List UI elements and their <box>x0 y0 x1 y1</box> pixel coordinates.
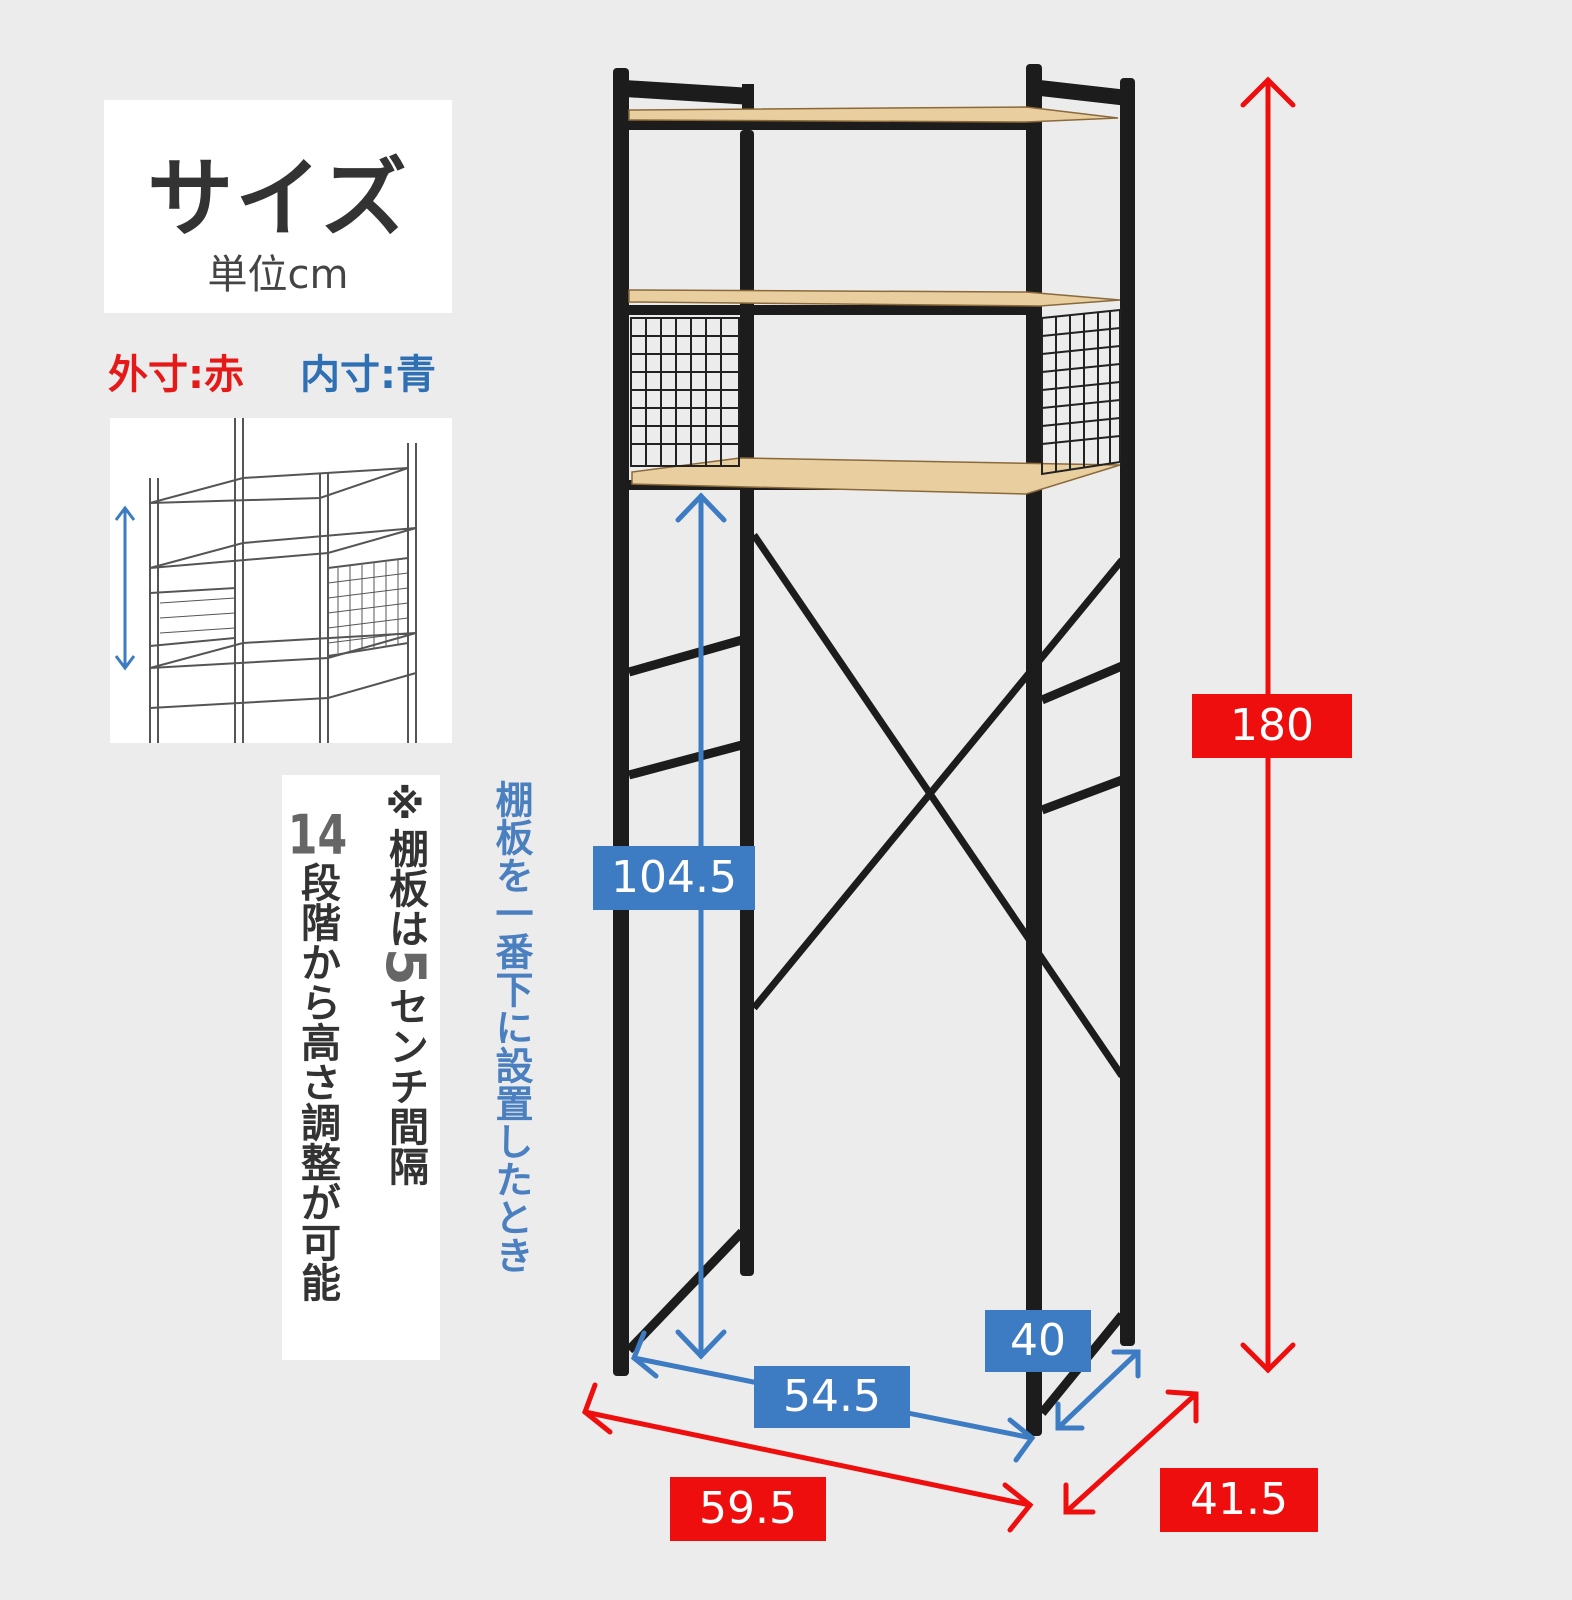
size-title-box: サイズ 単位cm <box>104 100 452 313</box>
width-inner-label: 54.5 <box>754 1366 910 1428</box>
note-shelf-prefix: ※棚板は <box>382 782 428 948</box>
note-shelf-interval: ※棚板は5センチ間隔 <box>374 782 437 1186</box>
adjustment-note-box <box>282 775 440 1360</box>
note-steps-text: 段階から高さ調整が可能 <box>294 862 340 1302</box>
width-outer-label: 59.5 <box>670 1477 826 1541</box>
note-steps: 14段階から高さ調整が可能 <box>288 808 347 1302</box>
shelf-clearance-label: 104.5 <box>593 846 755 910</box>
rack-frame <box>613 64 1135 1436</box>
note-shelf-suffix: センチ間隔 <box>382 985 428 1186</box>
legend-outer-red: 外寸:赤 <box>108 352 244 398</box>
height-outer-label: 180 <box>1192 694 1352 758</box>
rack-outline-icon <box>114 418 417 743</box>
inner-dimension-caption: 棚板を一番下に設置したとき <box>489 780 533 1274</box>
unit-label: 単位cm <box>207 252 349 298</box>
legend-inner-blue: 内寸:青 <box>300 352 436 398</box>
note-interval-number: 5 <box>374 948 437 986</box>
depth-outer-label: 41.5 <box>1160 1468 1318 1532</box>
thumbnail-image <box>110 418 452 743</box>
page-title: サイズ <box>147 149 409 249</box>
note-steps-number: 14 <box>287 808 348 862</box>
depth-inner-label: 40 <box>985 1310 1091 1372</box>
